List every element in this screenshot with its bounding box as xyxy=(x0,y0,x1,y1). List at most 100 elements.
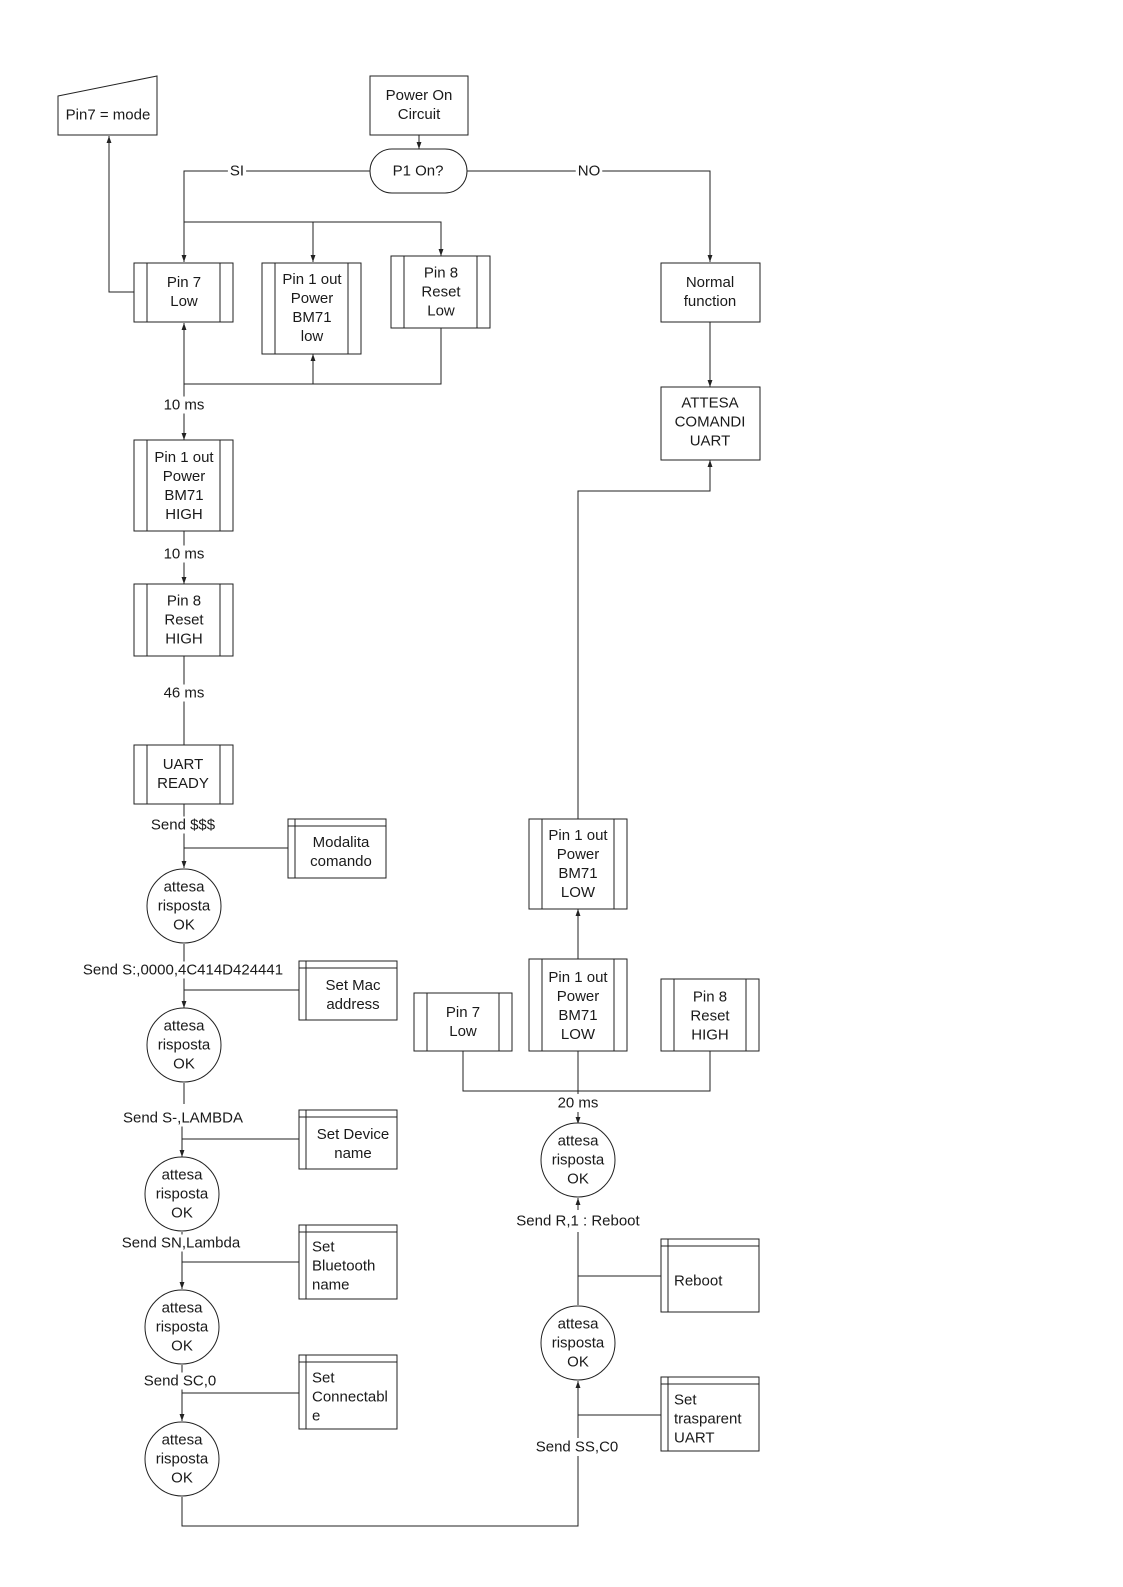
set-device-name-box xyxy=(298,1109,398,1170)
delay-46ms-edge-label: 46 ms xyxy=(161,684,207,702)
pin1-out-low-right-b-label-line: Power xyxy=(557,846,600,863)
pin1-out-low-right-a-label-line: LOW xyxy=(561,1026,596,1043)
pin8-reset-high-right-box xyxy=(660,978,760,1052)
uart-ready-box xyxy=(133,744,234,805)
power-on-label-line: Power On xyxy=(386,87,453,104)
pin8-reset-high-left-box xyxy=(133,583,234,657)
set-device-name-label-line: name xyxy=(334,1145,372,1162)
no-edge-label: NO xyxy=(575,162,603,180)
send-ss-edge-label-line: Send SS,C0 xyxy=(536,1439,619,1456)
set-transparent-box xyxy=(660,1376,760,1452)
set-bt-name-label-line: Set xyxy=(312,1239,335,1256)
pin1-out-low-right-a-label-line: Power xyxy=(557,988,600,1005)
send-dollar-edge-label-line: Send $$$ xyxy=(151,817,216,834)
delay-10ms-b-edge-label-line: 10 ms xyxy=(164,546,205,563)
pin1-out-low-right-b-label-line: LOW xyxy=(561,884,596,901)
attesa-3-label-line: risposta xyxy=(156,1186,209,1203)
attesa-2-label-line: OK xyxy=(173,1056,195,1073)
send-sc-edge-label: Send SC,0 xyxy=(141,1372,219,1390)
p1-on-decision xyxy=(369,148,468,194)
attesa-4-label-line: OK xyxy=(171,1338,193,1355)
attesa-circle-6 xyxy=(540,1305,616,1381)
delay-10ms-a-edge-label: 10 ms xyxy=(161,396,207,414)
modalita-comando-label-line: Modalita xyxy=(313,834,370,851)
set-mac-box xyxy=(298,960,398,1021)
delay-46ms-edge-label-line: 46 ms xyxy=(164,685,205,702)
delay-20ms-edge-label-line: 20 ms xyxy=(558,1095,599,1112)
pin7-low-right-box xyxy=(413,992,513,1052)
reboot-label-line: Reboot xyxy=(674,1273,723,1290)
attesa-comandi-box xyxy=(660,386,761,461)
pin1-out-high-label-line: BM71 xyxy=(164,487,203,504)
pin1-out-low-right-b-label-line: Pin 1 out xyxy=(548,827,608,844)
pin1-out-low-right-b-box xyxy=(528,818,628,910)
modalita-comando-label: Modalita comando xyxy=(310,834,372,870)
attesa-circle-7 xyxy=(540,1122,616,1198)
send-sc-edge-label-line: Send SC,0 xyxy=(144,1373,217,1390)
pin1-out-low-label-line: Pin 1 out xyxy=(282,271,342,288)
set-transparent-label-line: trasparent xyxy=(674,1411,742,1428)
set-connectable-label-line: e xyxy=(312,1408,320,1425)
pin7-mode-input-shape xyxy=(57,75,158,136)
attesa-3-label-line: OK xyxy=(171,1205,193,1222)
set-bt-name-label-line: name xyxy=(312,1277,350,1294)
attesa-circle-3 xyxy=(144,1156,220,1232)
attesa-5-label-line: attesa xyxy=(162,1432,204,1449)
set-connectable-label-line: Set xyxy=(312,1370,335,1387)
delay-20ms-edge-label: 20 ms xyxy=(555,1094,601,1112)
attesa-7-label-line: risposta xyxy=(552,1152,605,1169)
attesa-5-label-line: OK xyxy=(171,1470,193,1487)
set-connectable-label-line: Connectabl xyxy=(312,1389,388,1406)
normal-function-box xyxy=(660,262,761,323)
modalita-comando-label-line: comando xyxy=(310,853,372,870)
pin1-out-low-label-line: BM71 xyxy=(292,309,331,326)
set-device-name-label-line: Set Device xyxy=(317,1126,390,1143)
modalita-comando-box xyxy=(287,818,387,879)
pin1-out-low-label-line: Power xyxy=(291,290,334,307)
pin7-low-label-line: Pin 7 xyxy=(167,274,201,291)
attesa-5-label-line: risposta xyxy=(156,1451,209,1468)
attesa-7-label-line: OK xyxy=(567,1171,589,1188)
mode-io-label-line: Pin7 = mode xyxy=(66,107,151,124)
pin1-out-low-right-b-label-line: BM71 xyxy=(558,865,597,882)
attesa-circle-5 xyxy=(144,1421,220,1497)
p1-on-label-line: P1 On? xyxy=(393,163,444,180)
shapes xyxy=(57,75,761,1497)
delay-10ms-b-edge-label: 10 ms xyxy=(161,545,207,563)
attesa-circle-4 xyxy=(144,1289,220,1365)
attesa-6-label-line: attesa xyxy=(558,1316,600,1333)
si-edge-label: SI xyxy=(227,162,247,180)
uart-ready-label-line: UART xyxy=(163,756,204,773)
attesa-2-label-line: risposta xyxy=(158,1037,211,1054)
pin1-out-low-label-line: low xyxy=(301,328,324,345)
pin1-out-high-box xyxy=(133,439,234,532)
set-mac-label-line: Set Mac xyxy=(325,977,381,994)
send-sn-edge-label-line: Send SN,Lambda xyxy=(122,1235,241,1252)
attesa-comandi-label-line: UART xyxy=(690,433,731,450)
set-bt-name-box xyxy=(298,1224,398,1300)
send-ss-edge-label: Send SS,C0 xyxy=(533,1438,621,1456)
attesa-1-label-line: OK xyxy=(173,917,195,934)
pin8-reset-low-label-line: Reset xyxy=(421,284,461,301)
set-mac-label-line: address xyxy=(326,996,379,1013)
attesa-circle-1 xyxy=(146,868,222,944)
attesa-7-label-line: attesa xyxy=(558,1133,600,1150)
attesa-2-label-line: attesa xyxy=(164,1018,206,1035)
pin1-out-high-label-line: Power xyxy=(163,468,206,485)
